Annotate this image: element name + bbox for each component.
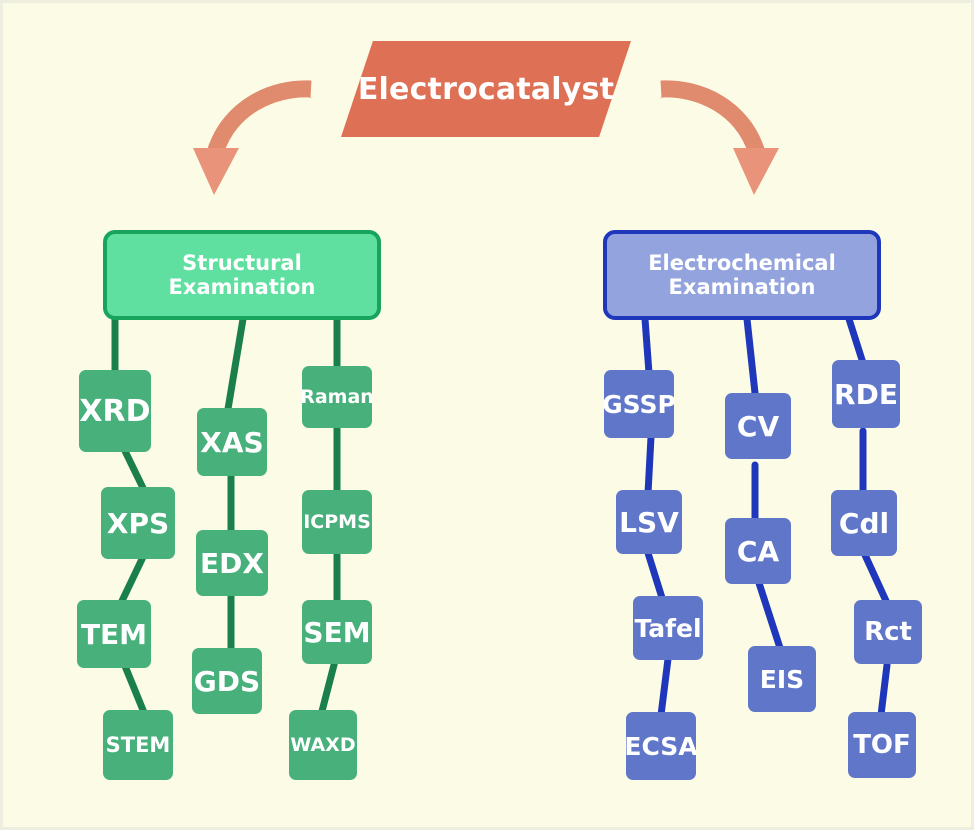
node-ca[interactable]: CA xyxy=(725,518,791,584)
node-cv[interactable]: CV xyxy=(725,393,791,459)
node-edx[interactable]: EDX xyxy=(196,530,268,596)
node-ecsa[interactable]: ECSA xyxy=(626,712,696,780)
arrow-right-icon xyxy=(657,80,779,195)
branch-header-structural-label: Structural Examination xyxy=(168,250,316,299)
node-gds[interactable]: GDS xyxy=(192,648,262,714)
branch-header-electrochemical-label: Electrochemical Examination xyxy=(648,250,836,299)
node-xas[interactable]: XAS xyxy=(197,408,267,476)
node-waxd[interactable]: WAXD xyxy=(289,710,357,780)
node-cdl[interactable]: Cdl xyxy=(831,490,897,556)
node-sem[interactable]: SEM xyxy=(302,600,372,664)
title-banner: Electrocatalyst xyxy=(341,41,631,137)
node-rde[interactable]: RDE xyxy=(832,360,900,428)
node-icpms[interactable]: ICPMS xyxy=(302,490,372,554)
page-title: Electrocatalyst xyxy=(357,71,615,107)
node-tof[interactable]: TOF xyxy=(848,712,916,778)
arrow-left-icon xyxy=(193,80,315,195)
node-lsv[interactable]: LSV xyxy=(616,490,682,554)
node-rct[interactable]: Rct xyxy=(854,600,922,664)
node-gssp[interactable]: GSSP xyxy=(604,370,674,438)
branch-header-electrochemical[interactable]: Electrochemical Examination xyxy=(603,230,881,320)
node-eis[interactable]: EIS xyxy=(748,646,816,712)
node-xps[interactable]: XPS xyxy=(101,487,175,559)
node-xrd[interactable]: XRD xyxy=(79,370,151,452)
node-raman[interactable]: Raman xyxy=(302,366,372,428)
title-parallelogram xyxy=(341,41,631,137)
node-stem[interactable]: STEM xyxy=(103,710,173,780)
branch-header-structural[interactable]: Structural Examination xyxy=(103,230,381,320)
node-tem[interactable]: TEM xyxy=(77,600,151,668)
node-tafel[interactable]: Tafel xyxy=(633,596,703,660)
